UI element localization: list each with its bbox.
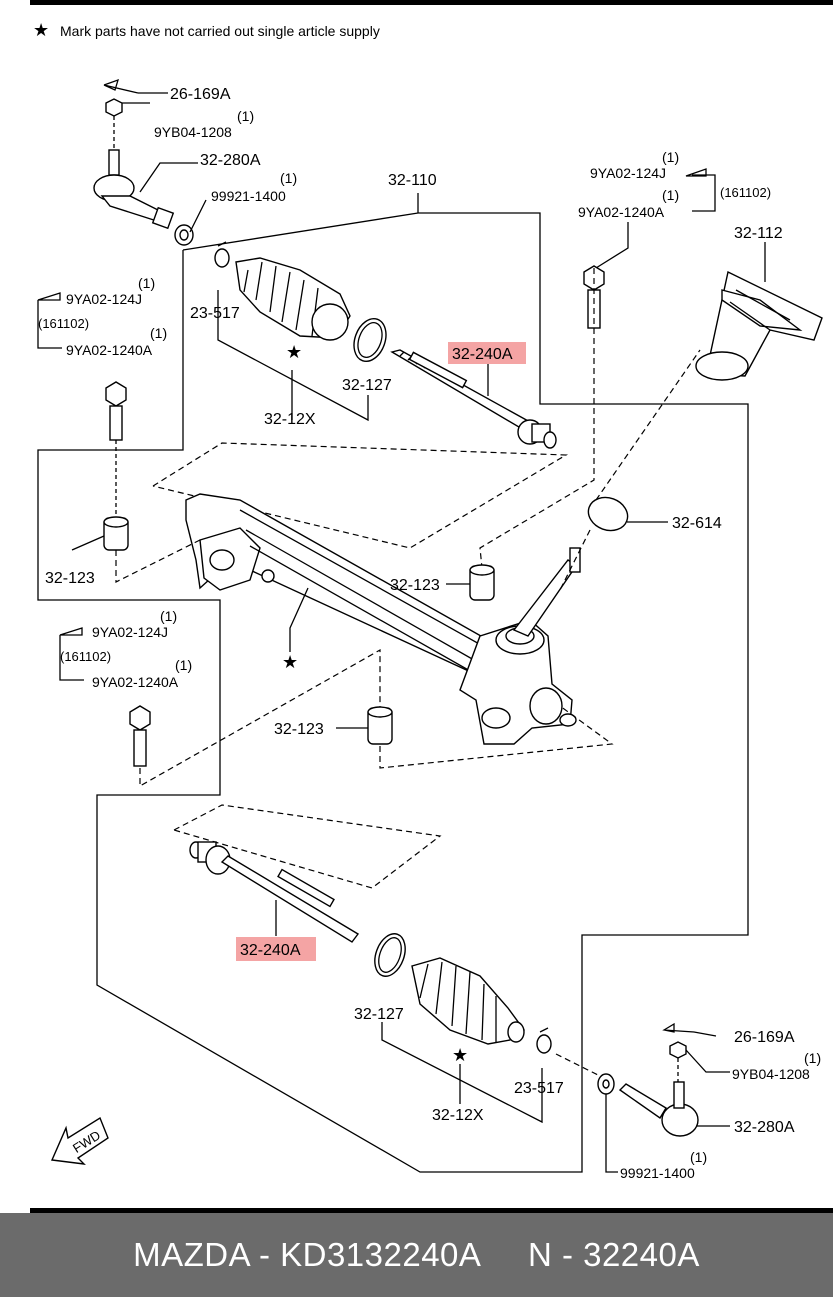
qty-9ya124j-l1: (1) [138, 275, 155, 291]
boot-top [235, 257, 351, 341]
rack-housing [185, 493, 581, 745]
label-9ya1240a-l1: 9YA02-1240A [66, 342, 153, 358]
oring-32-614 [587, 496, 629, 532]
clamp-23-517-bot [536, 1027, 552, 1054]
flag-icon-l2 [59, 627, 83, 636]
note-text: Mark parts have not carried out single a… [60, 23, 380, 39]
label-99921-top: 99921-1400 [211, 188, 286, 204]
label-32-12x-top: 32-12X [264, 411, 316, 428]
fwd-arrow-icon: FWD [50, 1116, 109, 1165]
leader-housing [289, 587, 309, 652]
clamp-23-517-top [214, 241, 230, 268]
bracket-tr [692, 174, 716, 212]
ring-32-127-top [353, 317, 387, 363]
qty-9ya1240a-tr: (1) [662, 187, 679, 203]
dashed-guides-right [479, 268, 701, 591]
top-border [30, 0, 833, 5]
highlight-32-240a-bot [236, 937, 316, 961]
tie-rod-top [390, 349, 557, 449]
footer-part-number: MAZDA - KD3132240A N - 32240A [133, 1236, 700, 1273]
label-23-517-top: 23-517 [190, 305, 240, 322]
dashed-lower-guides [139, 648, 381, 788]
label-23-517-bot: 23-517 [514, 1080, 564, 1097]
label-32-123-mid: 32-123 [390, 577, 440, 594]
bracket-32-12x-top [217, 290, 369, 422]
label-32-127-bot: 32-127 [354, 1006, 404, 1023]
qty-9yb04-bot: (1) [804, 1050, 821, 1066]
bushing-left [103, 516, 129, 551]
label-32-127-top: 32-127 [342, 377, 392, 394]
bracket-l2 [59, 635, 84, 681]
label-9ya124j-l1: 9YA02-124J [66, 291, 142, 307]
label-32-280a-top: 32-280A [200, 152, 261, 169]
leader-9yb04-bot [685, 1049, 730, 1073]
label-9ya1240a-l2: 9YA02-1240A [92, 674, 179, 690]
label-32-240a-bot: 32-240A [240, 942, 301, 959]
qty-99921-bot: (1) [690, 1149, 707, 1165]
tie-rod-end-top [93, 78, 207, 246]
tie-rod-bottom [189, 841, 360, 943]
star-icon-housing: ★ [282, 652, 298, 672]
leader-32-123-left [71, 535, 105, 551]
dashed-plane-bottom [172, 804, 442, 889]
qty-9ya1240a-l2: (1) [175, 657, 192, 673]
dashed-left-bushing [115, 539, 201, 583]
leader-99921-bot [605, 1094, 618, 1173]
bottom-border [30, 1208, 833, 1213]
bushing-low [367, 706, 393, 745]
bushing-mid [469, 564, 495, 601]
label-161102-tr: (161102) [720, 185, 771, 200]
dashed-plane-top [152, 442, 569, 549]
bracket-l1 [37, 300, 62, 349]
leader-bolt-tr [595, 222, 629, 269]
label-161102-l1: (161102) [38, 316, 89, 331]
assembly-outline [37, 212, 749, 1173]
label-9yb04-top: 9YB04-1208 [154, 124, 232, 140]
label-32-123-low: 32-123 [274, 721, 324, 738]
flag-icon-l1 [37, 292, 61, 301]
label-32-110: 32-110 [388, 172, 437, 189]
label-32-614: 32-614 [672, 515, 722, 532]
bolt-left-1 [105, 381, 127, 515]
bolt-left-2 [129, 705, 151, 767]
label-161102-l2: (161102) [60, 649, 111, 664]
tie-rod-end-bottom [555, 1022, 717, 1137]
note-star-icon: ★ [33, 20, 49, 40]
label-26-169a-top: 26-169A [170, 86, 231, 103]
qty-9yb04-top: (1) [237, 108, 254, 124]
label-9ya124j-tr: 9YA02-124J [590, 165, 666, 181]
footer-bar: MAZDA - KD3132240A N - 32240A [0, 1213, 833, 1297]
highlight-32-240a-top [448, 342, 526, 364]
qty-9ya124j-l2: (1) [160, 608, 177, 624]
star-icon-boot-top: ★ [286, 342, 302, 362]
label-9ya1240a-tr: 9YA02-1240A [578, 204, 665, 220]
label-9ya124j-l2: 9YA02-124J [92, 624, 168, 640]
label-9yb04-bot: 9YB04-1208 [732, 1066, 810, 1082]
label-32-112: 32-112 [734, 225, 783, 242]
steering-cover-32-112 [695, 270, 823, 381]
flag-icon-tr [685, 168, 707, 177]
label-99921-bot: 99921-1400 [620, 1165, 695, 1181]
dashed-low-plane [379, 705, 614, 769]
label-26-169a-bot: 26-169A [734, 1029, 795, 1046]
boot-bottom [411, 957, 525, 1045]
qty-9ya124j-tr: (1) [662, 149, 679, 165]
qty-9ya1240a-l1: (1) [150, 325, 167, 341]
label-32-280a-bot: 32-280A [734, 1119, 795, 1136]
label-32-240a-top: 32-240A [452, 346, 513, 363]
bracket-32-12x-bot [381, 1022, 543, 1124]
label-32-12x-bot: 32-12X [432, 1107, 484, 1124]
label-32-123-left: 32-123 [45, 570, 95, 587]
star-icon-boot-bot: ★ [452, 1045, 468, 1065]
qty-99921-top: (1) [280, 170, 297, 186]
ring-32-127-bot [374, 933, 406, 977]
